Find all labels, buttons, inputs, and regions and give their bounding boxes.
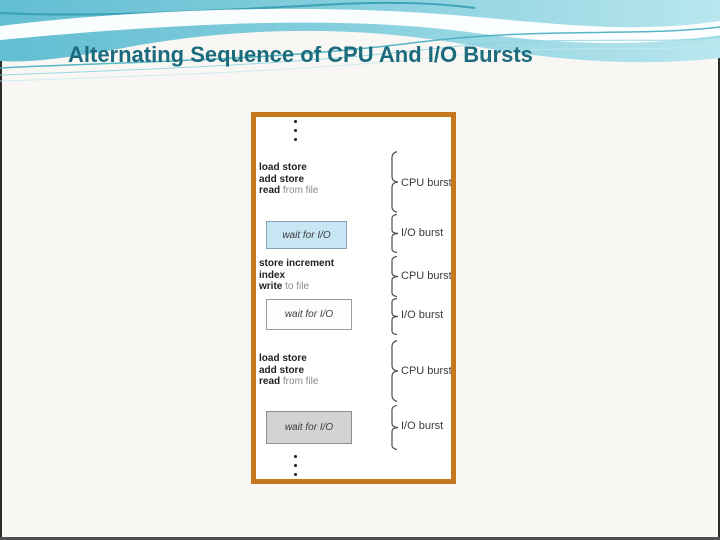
code-line: add store [259,173,305,185]
brace-icon [385,256,400,297]
wait-io-box-2: wait for I/O [266,299,352,330]
burst-diagram-frame: load store add store read from file wait… [251,112,456,484]
wait-io-box-1: wait for I/O [266,221,347,249]
brace-icon [385,340,400,402]
brace-icon [385,405,400,450]
wait-io-label: wait for I/O [284,309,334,320]
code-block-2: store increment index write to file [259,258,334,293]
wait-io-label: wait for I/O [284,422,334,433]
code-line: read from file [259,376,319,387]
code-line: read from file [259,185,319,196]
burst-label-2: I/O burst [401,227,444,239]
wait-io-label: wait for I/O [282,229,331,241]
slide-title: Alternating Sequence of CPU And I/O Burs… [68,42,533,67]
code-line: add store [259,364,305,376]
burst-label-3: CPU burst [401,270,452,282]
burst-label-1: CPU burst [401,177,452,189]
burst-label-5: CPU burst [401,365,452,377]
code-line: load store [259,162,307,173]
brace-icon [385,298,400,335]
burst-label-6: I/O burst [401,420,444,432]
header-wave-graphic [0,0,720,82]
code-block-3: load store add store read from file [259,353,318,388]
code-line: store increment [259,258,335,269]
ellipsis-top-icon [294,120,297,141]
wait-io-box-3: wait for I/O [266,411,352,444]
code-line: write to file [259,281,310,292]
code-block-1: load store add store read from file [259,162,318,197]
code-line: load store [259,353,307,364]
code-line: index [259,269,286,281]
brace-icon [385,151,400,213]
burst-label-4: I/O burst [401,309,444,321]
ellipsis-bottom-icon [294,455,297,476]
brace-icon [385,214,400,253]
